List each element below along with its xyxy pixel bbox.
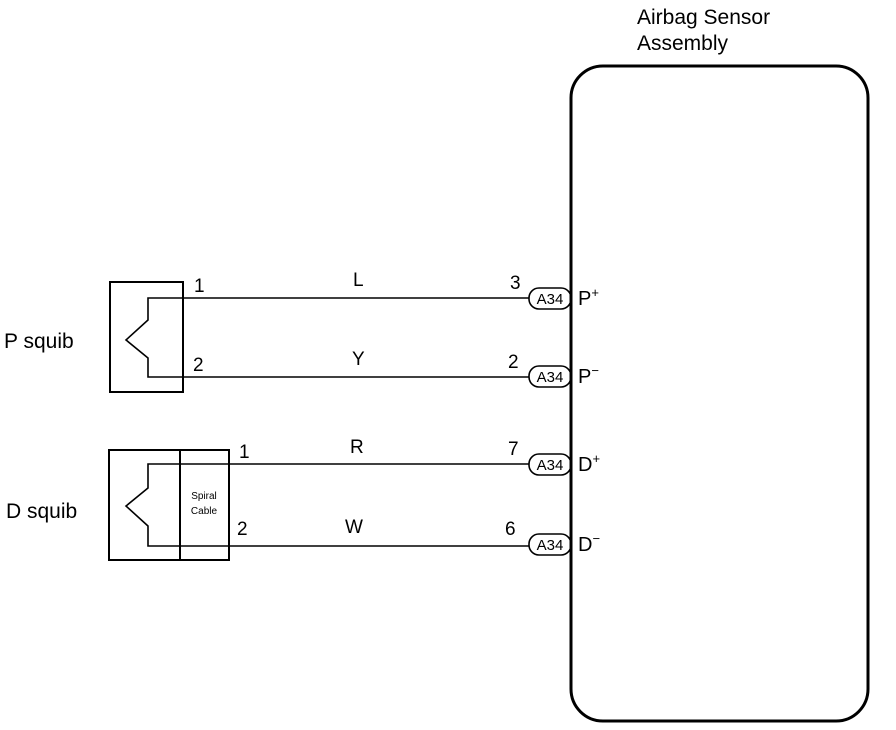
connector-a34-d-plus [528,453,572,476]
sensor-box [569,64,870,723]
wire-y: Y 2 A34 P− [183,349,599,388]
wire-r-color: R [350,437,364,458]
wire-r: R 7 A34 D+ [229,437,600,476]
sensor-title-line2: Assembly [637,32,729,55]
connector-a34-p-plus [528,287,572,310]
p-squib-label: P squib [4,330,74,353]
connector-a34-p-minus [528,365,572,388]
wire-l-color: L [353,270,364,291]
connector-a34-p-minus-label: A34 [537,369,564,386]
d-squib: D squib Spiral Cable 1 2 [6,442,250,561]
p-squib: P squib 1 2 [4,276,205,393]
wire-w-pin: 6 [505,519,516,540]
wire-l-pin: 3 [510,273,521,294]
connector-a34-d-minus [528,533,572,556]
d-squib-pin1: 1 [239,442,250,463]
p-squib-element [124,297,183,378]
connector-a34-d-plus-label: A34 [537,457,564,474]
connector-a34-p-plus-label: A34 [537,291,564,308]
spiral-cable-label-2: Cable [191,506,218,517]
d-squib-label: D squib [6,500,77,523]
d-squib-box [108,449,181,561]
wire-y-color: Y [352,349,365,370]
airbag-sensor-assembly: Airbag Sensor Assembly [569,6,870,723]
terminal-p-plus: P+ [578,285,599,310]
spiral-cable-box [179,449,230,561]
d-squib-pin2: 2 [237,519,248,540]
d-squib-element [124,463,229,547]
spiral-cable-label-1: Spiral [191,491,217,502]
wire-y-pin: 2 [508,352,519,373]
wire-w-color: W [345,517,363,538]
wire-r-pin: 7 [508,439,519,460]
wire-w: W 6 A34 D− [229,517,600,556]
sensor-title-line1: Airbag Sensor [637,6,770,29]
p-squib-pin2: 2 [193,355,204,376]
terminal-p-minus: P− [578,363,599,388]
terminal-d-minus: D− [578,531,600,556]
connector-a34-d-minus-label: A34 [537,537,564,554]
wire-l: L 3 A34 P+ [183,270,599,310]
p-squib-box [109,281,184,393]
p-squib-pin1: 1 [194,276,205,297]
terminal-d-plus: D+ [578,451,600,476]
